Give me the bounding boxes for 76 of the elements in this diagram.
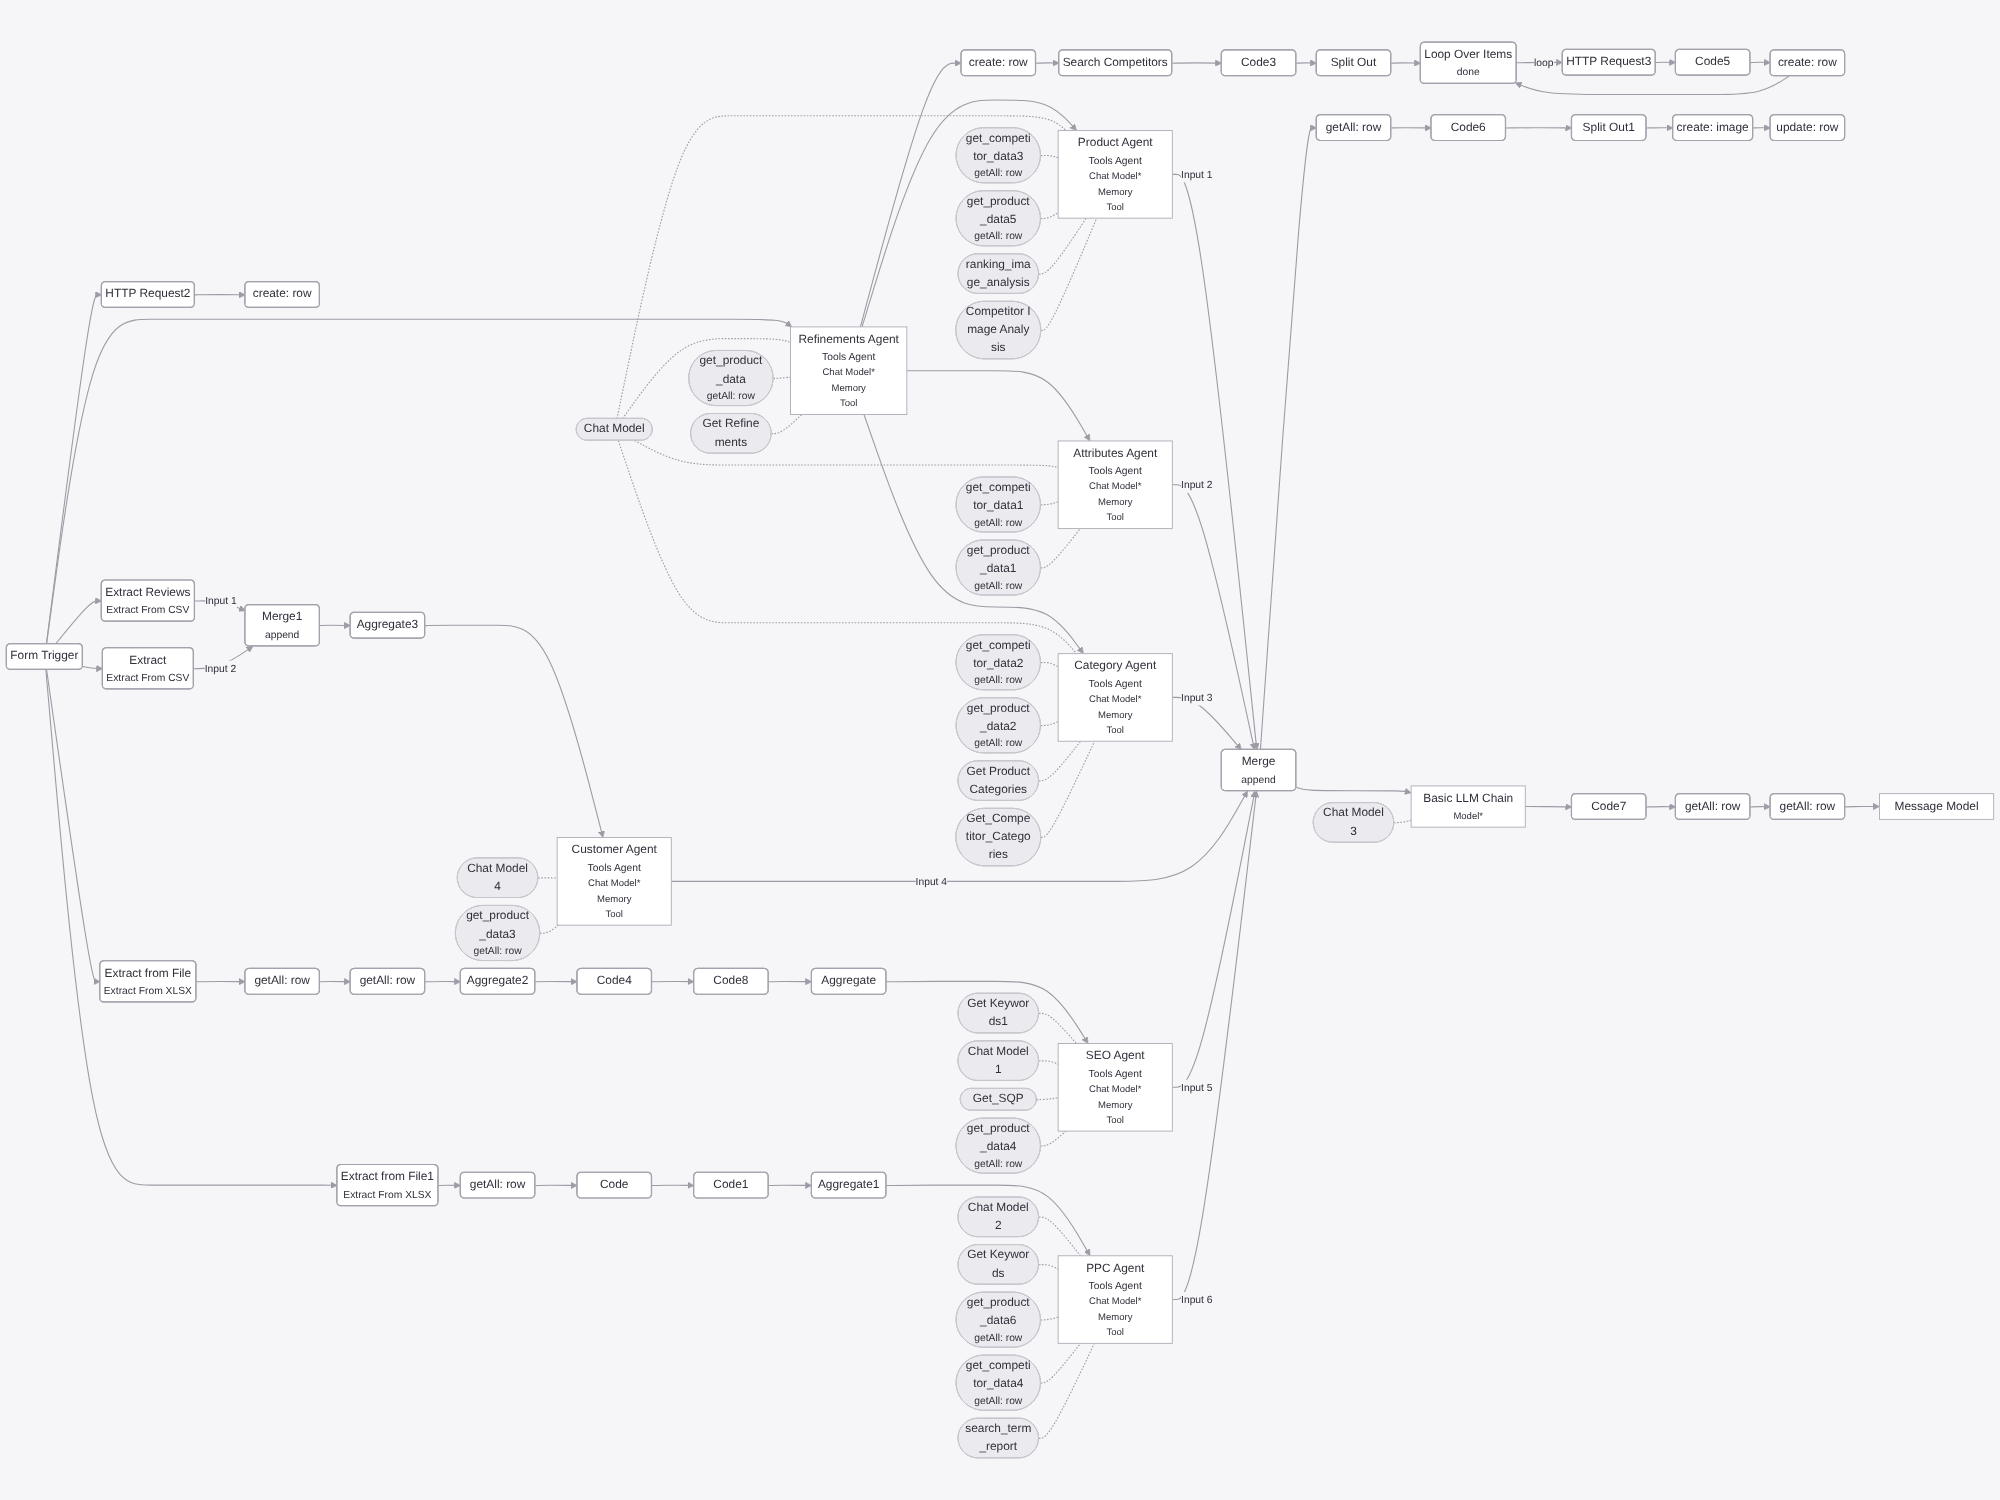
connector xyxy=(539,924,559,934)
connector xyxy=(1038,1342,1095,1439)
arrow xyxy=(1295,786,1412,795)
connector xyxy=(1038,1216,1081,1257)
arrow xyxy=(1171,173,1260,751)
arrow xyxy=(319,622,351,629)
connector xyxy=(1038,1012,1077,1045)
arrow xyxy=(1514,75,1790,96)
connector xyxy=(537,877,558,879)
arrow xyxy=(1844,803,1880,811)
arrow xyxy=(424,624,605,838)
arrow xyxy=(906,370,1091,442)
arrow xyxy=(861,99,1077,328)
arrow xyxy=(46,669,101,985)
arrow xyxy=(1171,696,1242,751)
arrow xyxy=(651,978,695,986)
connector xyxy=(1040,501,1059,506)
arrow xyxy=(1390,59,1421,67)
arrow xyxy=(82,665,104,672)
connector xyxy=(1040,1130,1067,1147)
arrow xyxy=(45,669,338,1189)
connector xyxy=(1040,661,1059,668)
arrow xyxy=(651,1181,695,1189)
connector xyxy=(1040,721,1059,727)
connector xyxy=(1040,217,1098,331)
connector xyxy=(1040,528,1081,569)
arrow xyxy=(768,1181,813,1189)
connector xyxy=(621,338,792,420)
arrow xyxy=(885,980,1089,1044)
connector xyxy=(634,440,1059,469)
arrow xyxy=(1655,58,1677,66)
arrow xyxy=(1505,124,1573,132)
arrow xyxy=(1524,803,1573,811)
arrow xyxy=(859,59,962,328)
arrow xyxy=(1171,59,1222,67)
connector xyxy=(1038,740,1082,782)
arrow xyxy=(670,790,1248,882)
arrow xyxy=(1749,58,1771,66)
arrow xyxy=(1295,59,1317,67)
connector xyxy=(1038,1264,1059,1270)
arrow xyxy=(534,978,578,986)
connector xyxy=(617,440,1078,655)
arrow xyxy=(1171,484,1257,751)
arrow xyxy=(54,597,102,645)
connector xyxy=(1040,211,1059,220)
arrow xyxy=(1171,790,1260,1301)
arrow xyxy=(437,1181,461,1189)
arrow xyxy=(45,291,103,645)
arrow xyxy=(1035,59,1060,67)
connector xyxy=(772,376,792,379)
arrow xyxy=(424,978,461,986)
connector xyxy=(1040,1342,1082,1384)
connector xyxy=(1393,819,1412,824)
connector xyxy=(1040,154,1059,159)
connector xyxy=(1040,1316,1059,1321)
arrow xyxy=(45,318,792,645)
connector xyxy=(1040,740,1096,838)
connector xyxy=(1036,1097,1059,1101)
arrow xyxy=(195,978,246,986)
arrow xyxy=(863,413,1084,654)
connector xyxy=(1038,217,1087,275)
arrow xyxy=(1752,124,1771,132)
arrow xyxy=(768,978,813,986)
arrow xyxy=(194,291,246,299)
arrow xyxy=(1390,124,1432,132)
arrow xyxy=(1645,803,1677,811)
arrow xyxy=(319,978,351,986)
connector xyxy=(770,413,803,435)
arrow xyxy=(885,1184,1091,1257)
arrow xyxy=(1749,803,1771,811)
arrow xyxy=(534,1181,578,1189)
arrow xyxy=(1259,124,1317,751)
arrow xyxy=(1171,790,1258,1088)
connector xyxy=(1038,1060,1059,1065)
connector xyxy=(616,115,1067,420)
arrow xyxy=(1645,124,1674,132)
